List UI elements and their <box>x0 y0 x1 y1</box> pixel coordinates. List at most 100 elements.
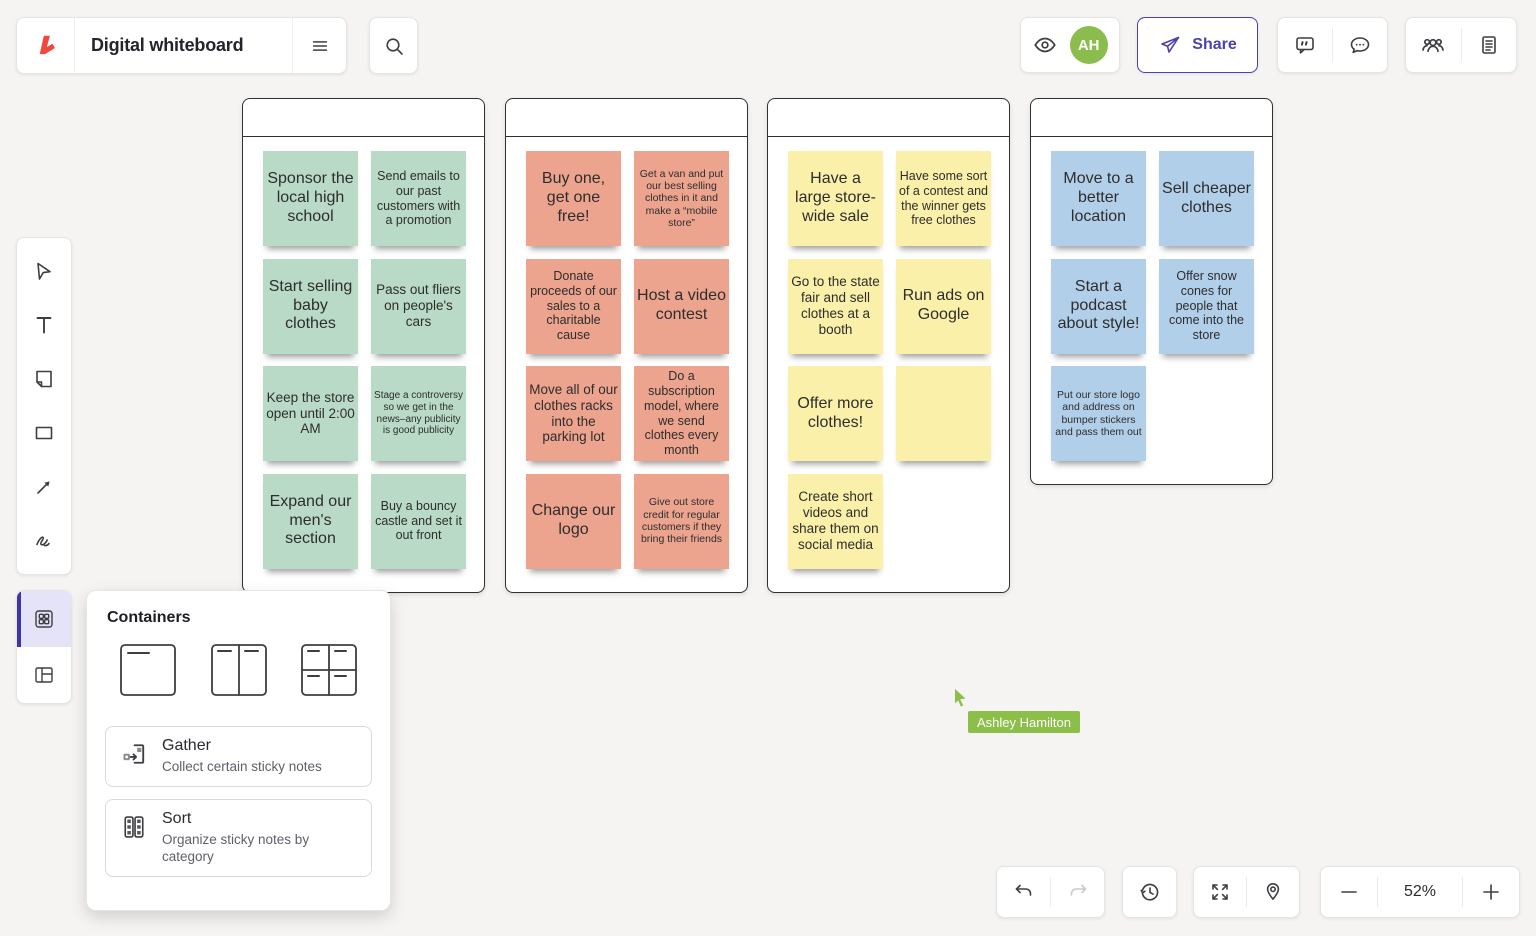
divider <box>1460 28 1462 62</box>
view-group <box>1193 866 1300 918</box>
gather-label: Gather <box>162 737 211 754</box>
collaborator-cursor-label: Ashley Hamilton <box>968 711 1080 733</box>
notes-button[interactable] <box>1462 18 1517 72</box>
document-title[interactable]: Digital whiteboard <box>91 35 244 55</box>
undo-icon <box>1015 884 1031 896</box>
container-title[interactable] <box>243 99 484 137</box>
history-icon <box>1139 883 1158 901</box>
search-icon <box>385 37 403 55</box>
rectangle-icon <box>35 426 53 440</box>
visibility-button[interactable] <box>1032 32 1058 58</box>
sticky-note-blank[interactable] <box>896 366 991 461</box>
menu-button[interactable] <box>292 18 346 73</box>
people-button[interactable] <box>1406 18 1461 72</box>
sticky-note[interactable]: Buy one, get one free! <box>526 151 621 246</box>
sticky-note[interactable]: Run ads on Google <box>896 258 991 354</box>
sticky-note[interactable]: Offer more clothes! <box>788 366 883 461</box>
shape-tool[interactable] <box>24 413 64 453</box>
sticky-note[interactable]: Move all of our clothes racks into the p… <box>526 366 621 461</box>
active-indicator <box>17 591 21 647</box>
comment-button[interactable] <box>1278 18 1332 72</box>
redo-button[interactable] <box>1051 867 1104 917</box>
undo-button[interactable] <box>997 867 1050 917</box>
sticky-note[interactable]: Expand our men's section <box>263 473 358 569</box>
sticky-note[interactable]: Go to the state fair and sell clothes at… <box>788 258 883 354</box>
search-button[interactable] <box>369 17 418 74</box>
sticky-note[interactable]: Have some sort of a contest and the winn… <box>896 151 991 246</box>
chat-button[interactable] <box>1333 18 1387 72</box>
zoom-out-icon <box>1341 891 1357 893</box>
map-pin-icon <box>1266 883 1280 900</box>
zoom-group: 52% <box>1320 866 1520 918</box>
sticky-note[interactable]: Start a podcast about style! <box>1051 258 1146 354</box>
select-tool[interactable] <box>24 252 64 292</box>
container-title[interactable] <box>506 99 747 137</box>
pen-tool[interactable] <box>24 520 64 560</box>
container-single-button[interactable] <box>119 643 177 702</box>
collab-tools-group <box>1405 17 1517 73</box>
zoom-in-button[interactable] <box>1463 867 1519 917</box>
sticky-note[interactable]: Change our logo <box>526 473 621 569</box>
fullscreen-button[interactable] <box>1194 867 1246 917</box>
sticky-note[interactable]: Send emails to our past customers with a… <box>371 151 466 246</box>
sticky-note[interactable]: Sponsor the local high school <box>263 151 358 246</box>
sticky-note[interactable]: Create short videos and share them on so… <box>788 473 883 569</box>
board-container-1[interactable]: Sponsor the local high school Send email… <box>242 98 485 593</box>
sticky-note[interactable]: Keep the store open until 2:00 AM <box>263 366 358 461</box>
containers-tool[interactable] <box>17 591 71 647</box>
layout-tool[interactable] <box>17 647 71 703</box>
container-quad-button[interactable] <box>300 643 358 702</box>
board-container-2[interactable]: Buy one, get one free! Get a van and put… <box>505 98 748 593</box>
sticky-note[interactable]: Stage a controversy so we get in the new… <box>371 366 466 461</box>
sticky-note[interactable]: Offer snow cones for people that come in… <box>1159 258 1254 354</box>
lucid-logo-icon <box>39 35 55 54</box>
container-title[interactable] <box>768 99 1009 137</box>
chat-ellipsis-icon <box>1350 37 1370 54</box>
board-container-3[interactable]: Have a large store-wide sale Have some s… <box>767 98 1010 593</box>
gather-option[interactable]: Gather Collect certain sticky notes <box>105 726 372 787</box>
sticky-note[interactable]: Start selling baby clothes <box>263 258 358 354</box>
sticky-note[interactable]: Sell cheaper clothes <box>1159 151 1254 246</box>
location-button[interactable] <box>1247 867 1299 917</box>
container-body: Move to a better location Sell cheaper c… <box>1031 137 1272 461</box>
board-container-4[interactable]: Move to a better location Sell cheaper c… <box>1030 98 1273 485</box>
sticky-note[interactable]: Buy a bouncy castle and set it out front <box>371 473 466 569</box>
sticky-note[interactable]: Move to a better location <box>1051 151 1146 246</box>
undo-redo-group <box>996 866 1105 918</box>
collaborator-cursor-icon <box>955 689 966 707</box>
sticky-note[interactable]: Give out store credit for regular custom… <box>634 473 729 569</box>
sort-icon <box>124 815 144 838</box>
avatar[interactable]: AH <box>1069 26 1108 64</box>
sticky-note[interactable]: Pass out fliers on people's cars <box>371 258 466 354</box>
sticky-note[interactable]: Get a van and put our best selling cloth… <box>634 151 729 246</box>
share-button[interactable]: Share <box>1137 17 1258 73</box>
container-quad-icon <box>301 644 357 696</box>
arrow-tool[interactable] <box>24 467 64 507</box>
sticky-note[interactable]: Put our store logo and address on bumper… <box>1051 366 1146 461</box>
comments-group <box>1277 17 1388 73</box>
container-body: Buy one, get one free! Get a van and put… <box>506 137 747 569</box>
sort-option[interactable]: Sort Organize sticky notes by category <box>105 798 372 877</box>
fullscreen-icon <box>1212 884 1228 900</box>
layout-tool-icon <box>35 667 53 683</box>
container-two-column-button[interactable] <box>210 643 268 702</box>
sticky-note[interactable]: Do a subscription model, where we send c… <box>634 366 729 461</box>
text-tool[interactable] <box>24 305 64 345</box>
sticky-note[interactable]: Donate proceeds of our sales to a charit… <box>526 258 621 354</box>
sticky-note[interactable]: Have a large store-wide sale <box>788 151 883 246</box>
sticky-note-tool[interactable] <box>24 359 64 399</box>
container-single-icon <box>120 644 176 696</box>
sticky-note[interactable]: Host a video contest <box>634 258 729 354</box>
zoom-out-button[interactable] <box>1321 867 1377 917</box>
app-logo[interactable] <box>17 18 75 73</box>
redo-icon <box>1070 884 1086 896</box>
container-title[interactable] <box>1031 99 1272 137</box>
divider <box>1377 877 1378 907</box>
zoom-level[interactable]: 52% <box>1403 883 1437 900</box>
divider <box>1462 877 1463 907</box>
comment-quote-icon <box>1296 37 1314 54</box>
history-button[interactable] <box>1122 866 1177 918</box>
sort-description: Organize sticky notes by category <box>162 831 310 865</box>
eye-icon <box>1034 37 1056 53</box>
